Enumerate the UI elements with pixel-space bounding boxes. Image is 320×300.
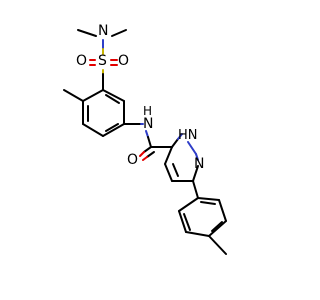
molecule-structure <box>63 29 227 255</box>
